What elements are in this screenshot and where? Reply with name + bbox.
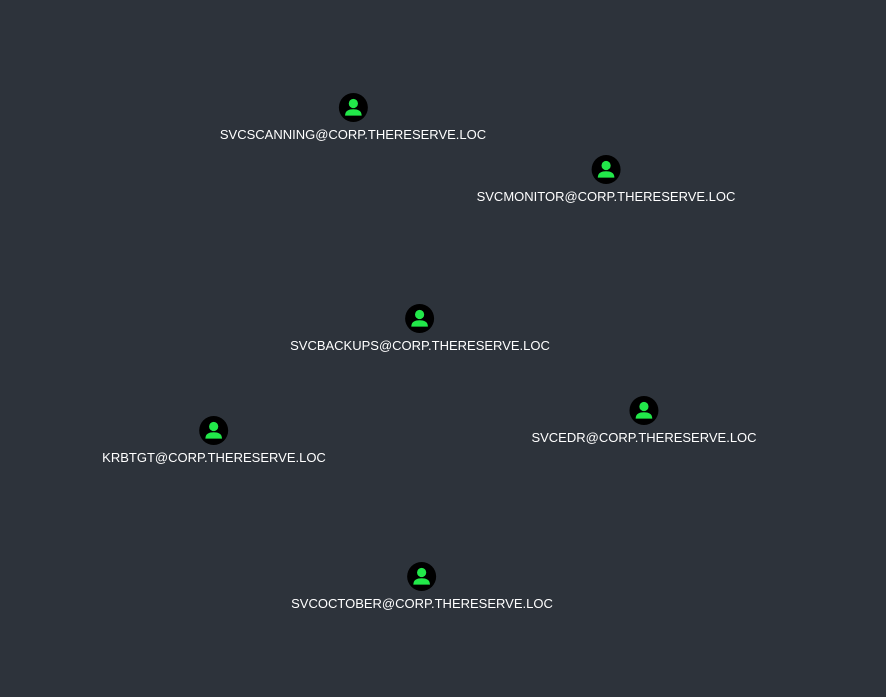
graph-node-krbtgt[interactable]: KRBTGT@CORP.THERESERVE.LOC [102,416,326,465]
user-icon[interactable] [199,416,229,445]
graph-node-svcedr[interactable]: SVCEDR@CORP.THERESERVE.LOC [531,396,757,445]
user-icon[interactable] [407,562,437,591]
node-label: KRBTGT@CORP.THERESERVE.LOC [102,450,326,465]
node-label: SVCSCANNING@CORP.THERESERVE.LOC [219,127,487,142]
user-icon[interactable] [591,155,621,184]
user-icon[interactable] [405,304,435,333]
node-label: SVCBACKUPS@CORP.THERESERVE.LOC [290,338,550,353]
graph-node-svcoctober[interactable]: SVCOCTOBER@CORP.THERESERVE.LOC [291,562,553,611]
user-icon[interactable] [338,93,368,122]
node-label: SVCMONITOR@CORP.THERESERVE.LOC [476,189,736,204]
node-label: SVCOCTOBER@CORP.THERESERVE.LOC [291,596,553,611]
graph-node-svcmonitor[interactable]: SVCMONITOR@CORP.THERESERVE.LOC [476,155,736,204]
user-icon[interactable] [629,396,659,425]
node-label: SVCEDR@CORP.THERESERVE.LOC [531,430,757,445]
graph-node-svcscanning[interactable]: SVCSCANNING@CORP.THERESERVE.LOC [220,93,486,142]
graph-node-svcbackups[interactable]: SVCBACKUPS@CORP.THERESERVE.LOC [290,304,550,353]
